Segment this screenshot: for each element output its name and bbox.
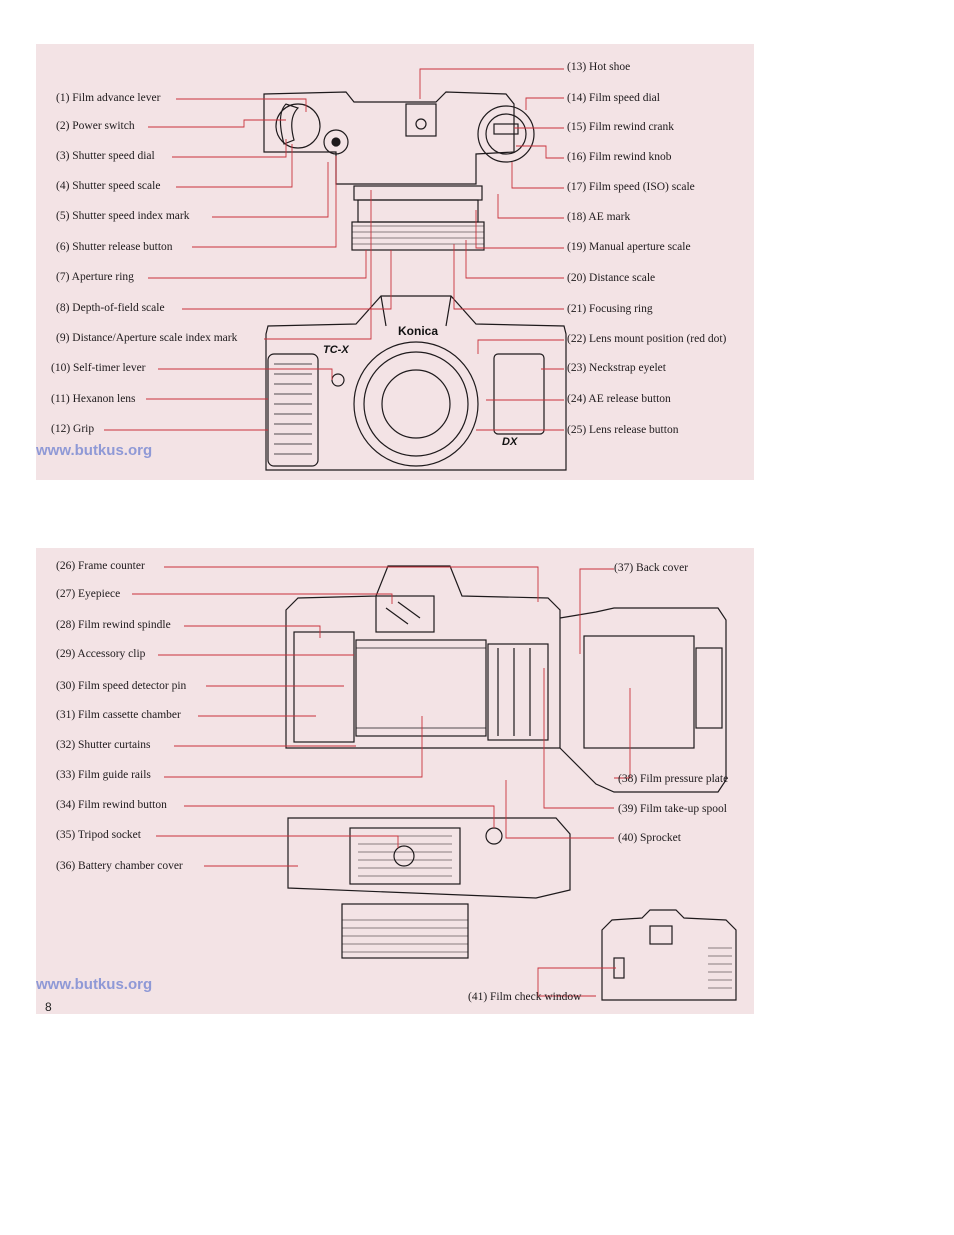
back-cover-drawing [559,607,727,793]
konica-logo: Konica [398,324,439,338]
label-shutter-speed-scale: (4) Shutter speed scale [56,180,161,192]
label-film-cassette-chamber: (31) Film cassette chamber [56,709,181,721]
self-timer-drawing [331,373,345,387]
label-hexanon-lens: (11) Hexanon lens [51,393,136,405]
label-frame-counter: (26) Frame counter [56,560,145,572]
camera-back-bottom-drawing [132,565,737,1001]
label-film-rewind-knob: (16) Film rewind knob [567,151,672,163]
watermark-bottom: www.butkus.org [36,976,153,993]
label-lens-release-button: (25) Lens release button [567,424,679,436]
label-lens-mount-position: (22) Lens mount position (red dot) [567,333,727,345]
label-accessory-clip: (29) Accessory clip [56,648,146,660]
label-neckstrap-eyelet: (23) Neckstrap eyelet [567,362,666,374]
label-distance-aperture-index-mark: (9) Distance/Aperture scale index mark [56,332,238,344]
film-rewind-knob-drawing [477,105,535,163]
bottom-lens-drawing [341,903,469,959]
label-aperture-ring: (7) Aperture ring [56,271,134,283]
label-film-check-window: (41) Film check window [468,991,582,1003]
diagram-panel-top: Konica TC-X DX (1) Film advance lever (2… [36,44,754,480]
label-film-take-up-spool: (39) Film take-up spool [618,803,727,815]
label-film-speed-iso-scale: (17) Film speed (ISO) scale [567,181,695,193]
label-film-rewind-crank: (15) Film rewind crank [567,121,674,133]
model-mark: TC-X [323,344,349,356]
label-film-guide-rails: (33) Film guide rails [56,769,151,781]
rewind-button-drawing [485,827,503,845]
label-distance-scale: (20) Distance scale [567,272,656,284]
camera-top-body [263,91,515,185]
camera-top-front-drawing [104,68,567,471]
page-number: 8 [45,1000,52,1014]
film-cassette-chamber-drawing [293,631,355,743]
diagram-panel-bottom: (26) Frame counter (27) Eyepiece (28) Fi… [36,548,754,1014]
camera-bottom-body [287,817,571,899]
tripod-socket-drawing [393,845,415,867]
label-tripod-socket: (35) Tripod socket [56,829,141,841]
watermark-top: www.butkus.org [36,442,153,459]
label-film-rewind-button: (34) Film rewind button [56,799,167,811]
film-advance-lever-drawing [279,103,300,145]
label-power-switch: (2) Power switch [56,120,135,132]
shutter-release-drawing [323,129,349,155]
label-shutter-release-button: (6) Shutter release button [56,241,173,253]
label-hot-shoe: (13) Hot shoe [567,61,631,73]
label-film-rewind-spindle: (28) Film rewind spindle [56,619,171,631]
label-film-advance-lever: (1) Film advance lever [56,92,161,104]
eyepiece-drawing [375,595,435,633]
label-depth-of-field-scale: (8) Depth-of-field scale [56,302,165,314]
label-ae-mark: (18) AE mark [567,211,631,223]
label-ae-release-button: (24) AE release button [567,393,671,405]
grip-drawing [267,353,319,467]
battery-tripod-plate [349,827,461,885]
small-camera-drawing [601,909,737,1001]
lens-scale-drawing [353,185,483,201]
dx-mark: DX [502,436,518,448]
label-film-pressure-plate: (38) Film pressure plate [618,773,729,785]
label-sprocket: (40) Sprocket [618,832,681,844]
label-shutter-speed-index-mark: (5) Shutter speed index mark [56,210,190,222]
camera-front-body [265,295,567,471]
label-self-timer-lever: (10) Self-timer lever [51,362,146,374]
label-film-speed-detector-pin: (30) Film speed detector pin [56,680,187,692]
label-manual-aperture-scale: (19) Manual aperture scale [567,241,691,253]
label-grip: (12) Grip [51,423,95,435]
label-shutter-curtains: (32) Shutter curtains [56,739,151,751]
hot-shoe-drawing [405,103,437,137]
hexanon-lens-drawing [353,341,479,467]
label-back-cover: (37) Back cover [614,562,689,574]
take-up-spool-drawing [487,643,549,741]
label-shutter-speed-dial: (3) Shutter speed dial [56,150,155,162]
shutter-curtains-drawing [355,639,487,737]
label-focusing-ring: (21) Focusing ring [567,303,653,315]
label-eyepiece: (27) Eyepiece [56,588,121,600]
label-film-speed-dial: (14) Film speed dial [567,92,660,104]
label-battery-chamber-cover: (36) Battery chamber cover [56,860,183,872]
shutter-speed-dial-drawing [275,103,321,149]
camera-back-body [285,565,561,749]
pressure-plate-drawing [583,635,695,749]
